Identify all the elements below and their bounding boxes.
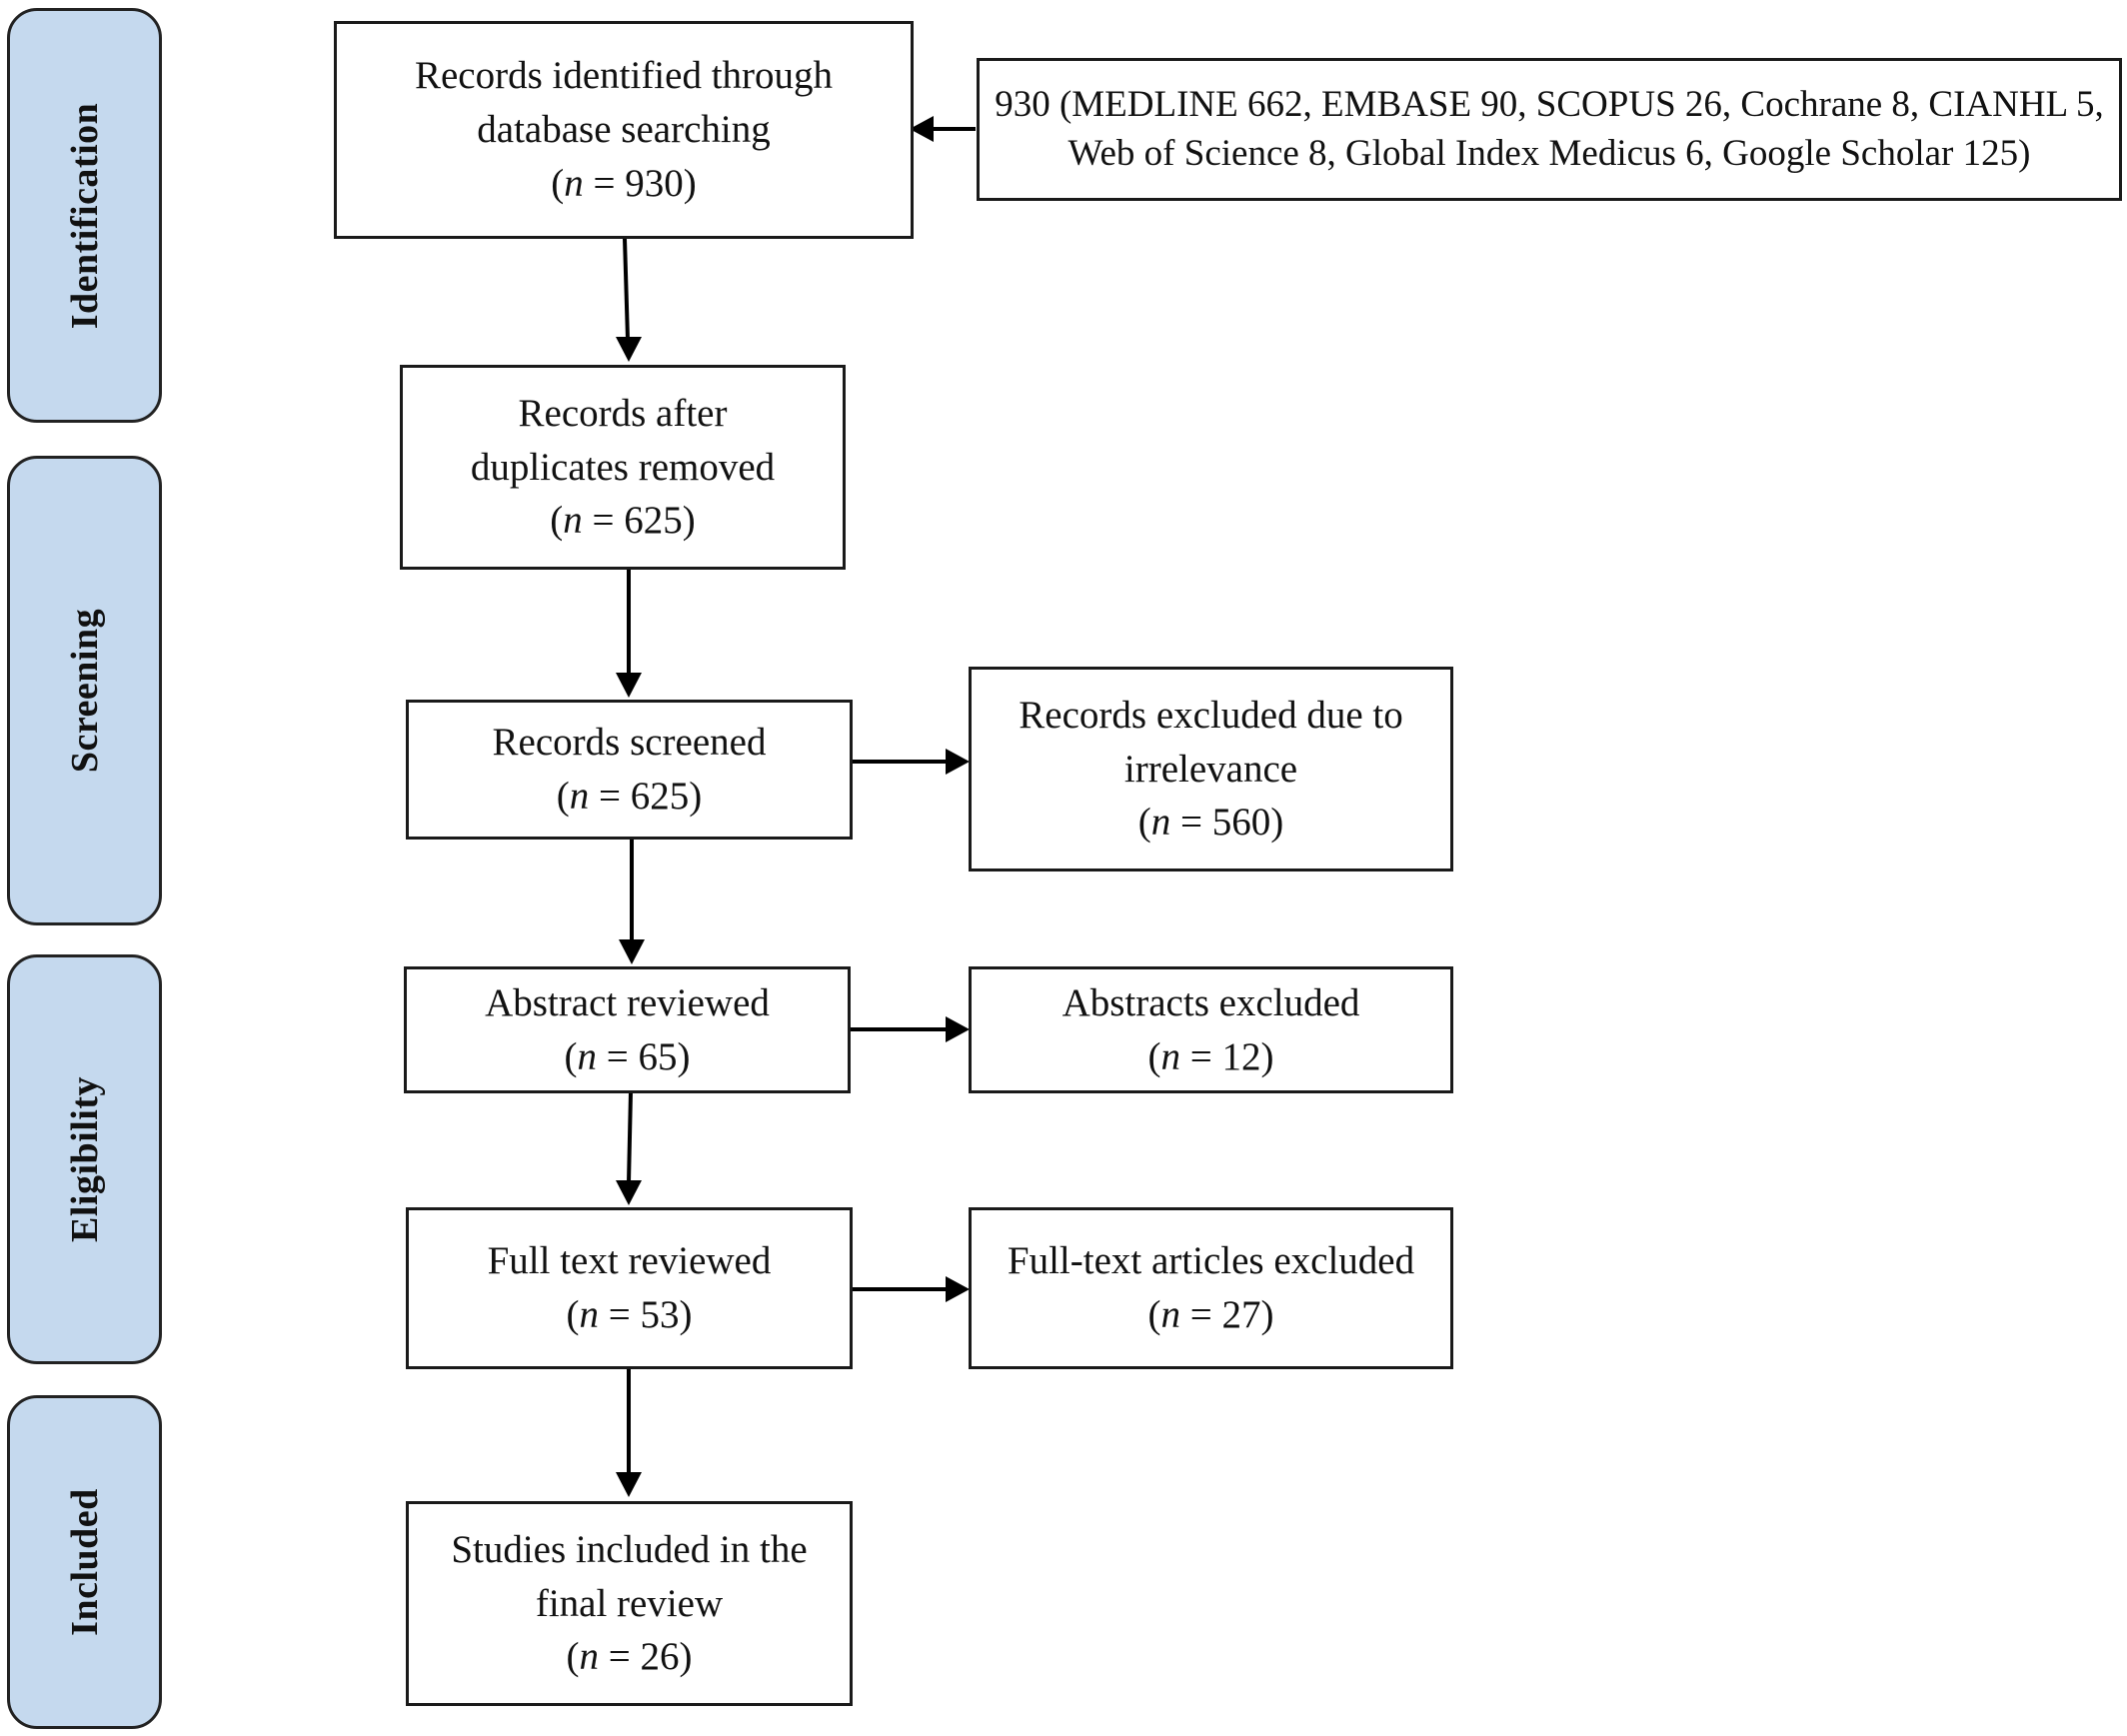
box-fulltext-reviewed-text: Full text reviewed [487,1239,772,1283]
box-studies-included-count: (n = 26) [566,1635,693,1679]
box-excluded-irrelevance-count: (n = 560) [1137,801,1284,845]
box-database-sources: 930 (MEDLINE 662, EMBASE 90, SCOPUS 26, … [977,58,2122,201]
box-records-identified: Records identified through database sear… [334,21,914,239]
box-abstracts-excluded-count: (n = 12) [1147,1034,1274,1078]
box-records-screened-text: Records screened [492,721,767,765]
box-abstract-reviewed-text: Abstract reviewed [485,980,770,1024]
box-after-duplicates-count: (n = 625) [550,499,696,543]
box-records-screened: Records screened (n = 625) [406,700,853,840]
phase-included: Included [7,1395,162,1729]
phase-identification: Identification [7,8,162,423]
arrow-identified-to-duplicates [623,238,630,341]
arrow-abstract-to-fulltext [627,1091,633,1183]
box-after-duplicates-text: Records after duplicates removed [470,391,776,489]
phase-eligibility: Eligibility [7,954,162,1364]
box-after-duplicates: Records after duplicates removed (n = 62… [400,365,846,570]
box-excluded-irrelevance: Records excluded due to irrelevance (n =… [969,667,1453,871]
box-fulltext-reviewed-count: (n = 53) [566,1293,693,1336]
box-fulltext-reviewed: Full text reviewed (n = 53) [406,1207,853,1369]
box-abstracts-excluded: Abstracts excluded (n = 12) [969,966,1453,1093]
phase-screening: Screening [7,456,162,925]
box-records-identified-text: Records identified through database sear… [414,54,834,152]
box-fulltext-excluded: Full-text articles excluded (n = 27) [969,1207,1453,1369]
box-abstracts-excluded-text: Abstracts excluded [1062,980,1360,1024]
box-excluded-irrelevance-text: Records excluded due to irrelevance [1019,693,1403,791]
box-abstract-reviewed: Abstract reviewed (n = 65) [404,966,851,1093]
box-records-identified-count: (n = 930) [551,161,697,205]
box-studies-included-text: Studies included in the final review [451,1527,808,1625]
box-fulltext-excluded-count: (n = 27) [1147,1293,1274,1336]
box-database-sources-text: 930 (MEDLINE 662, EMBASE 90, SCOPUS 26, … [995,83,2104,174]
box-studies-included: Studies included in the final review (n … [406,1501,853,1706]
box-fulltext-excluded-text: Full-text articles excluded [1007,1239,1415,1283]
box-records-screened-count: (n = 625) [556,775,703,818]
box-abstract-reviewed-count: (n = 65) [564,1034,691,1078]
